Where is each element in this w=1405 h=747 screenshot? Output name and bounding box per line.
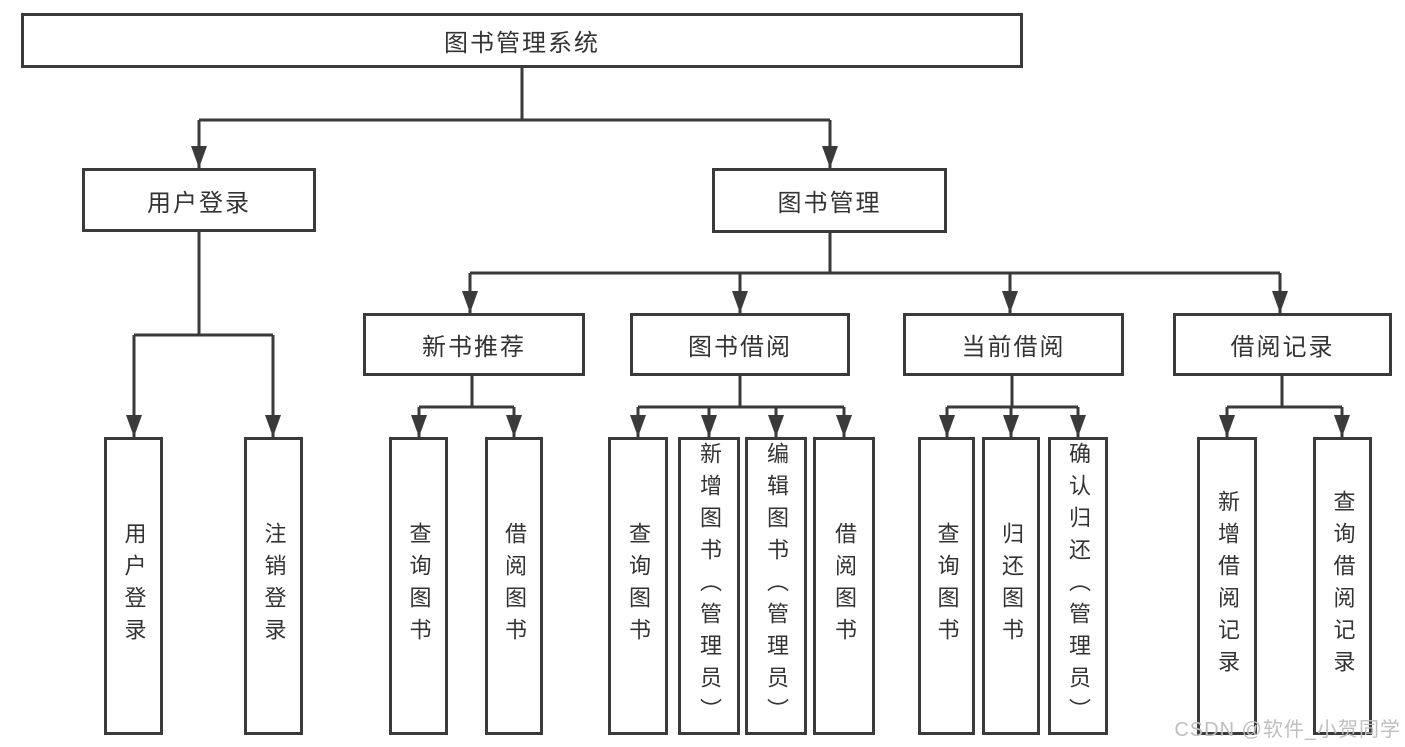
leaf-recommend-query-books-label: 查询图书 <box>406 522 432 650</box>
node-new-book-recommendation: 新书推荐 <box>363 313 585 376</box>
node-library-management-system: 图书管理系统 <box>21 13 1023 68</box>
leaf-current-query-books-label: 查询图书 <box>934 522 960 650</box>
csdn-watermark: CSDN @软件_小贺同学 <box>1174 719 1401 741</box>
leaf-logout: 注销登录 <box>244 437 303 735</box>
connector-lines <box>132 68 1344 437</box>
leaf-edit-books-admin: 编辑图书（管理员） <box>745 437 807 735</box>
leaf-add-books-admin: 新增图书（管理员） <box>678 437 740 735</box>
node-user-login: 用户登录 <box>82 168 316 232</box>
leaf-confirm-return-admin: 确认归还（管理员） <box>1048 437 1108 735</box>
leaf-return-books-label: 归还图书 <box>999 522 1024 650</box>
leaf-user-login: 用户登录 <box>104 437 163 735</box>
leaf-edit-books-admin-label: 编辑图书（管理员） <box>764 442 789 730</box>
leaf-add-borrow-record: 新增借阅记录 <box>1197 437 1257 735</box>
leaf-user-login-label: 用户登录 <box>121 522 147 650</box>
leaf-borrow-query-books: 查询图书 <box>608 437 668 735</box>
leaf-add-books-admin-label: 新增图书（管理员） <box>697 442 722 730</box>
leaf-confirm-return-admin-label: 确认归还（管理员） <box>1066 442 1091 730</box>
leaf-current-query-books: 查询图书 <box>918 437 975 735</box>
leaf-recommend-borrow-books-label: 借阅图书 <box>502 522 527 650</box>
leaf-borrow-query-books-label: 查询图书 <box>626 522 651 650</box>
leaf-query-borrow-record-label: 查询借阅记录 <box>1330 490 1356 682</box>
node-user-login-label: 用户登录 <box>147 189 251 217</box>
leaf-return-books: 归还图书 <box>982 437 1040 735</box>
node-new-book-recommendation-label: 新书推荐 <box>422 334 526 361</box>
node-book-borrowing: 图书借阅 <box>630 313 850 376</box>
leaf-add-borrow-record-label: 新增借阅记录 <box>1215 490 1240 682</box>
node-book-management-label: 图书管理 <box>777 190 882 217</box>
leaf-recommend-borrow-books: 借阅图书 <box>485 437 543 735</box>
connector-arrows <box>126 146 1350 437</box>
leaf-borrow-books-label: 借阅图书 <box>832 522 857 650</box>
leaf-borrow-books: 借阅图书 <box>813 437 875 735</box>
node-book-management: 图书管理 <box>712 168 947 233</box>
leaf-logout-label: 注销登录 <box>261 522 287 650</box>
leaf-recommend-query-books: 查询图书 <box>389 437 448 735</box>
node-current-borrowing: 当前借阅 <box>903 313 1124 376</box>
leaf-query-borrow-record: 查询借阅记录 <box>1313 437 1372 735</box>
node-current-borrowing-label: 当前借阅 <box>961 334 1066 361</box>
node-library-management-system-label: 图书管理系统 <box>444 30 600 57</box>
node-book-borrowing-label: 图书借阅 <box>688 334 792 361</box>
node-borrowing-records: 借阅记录 <box>1173 313 1392 376</box>
node-borrowing-records-label: 借阅记录 <box>1230 334 1335 361</box>
